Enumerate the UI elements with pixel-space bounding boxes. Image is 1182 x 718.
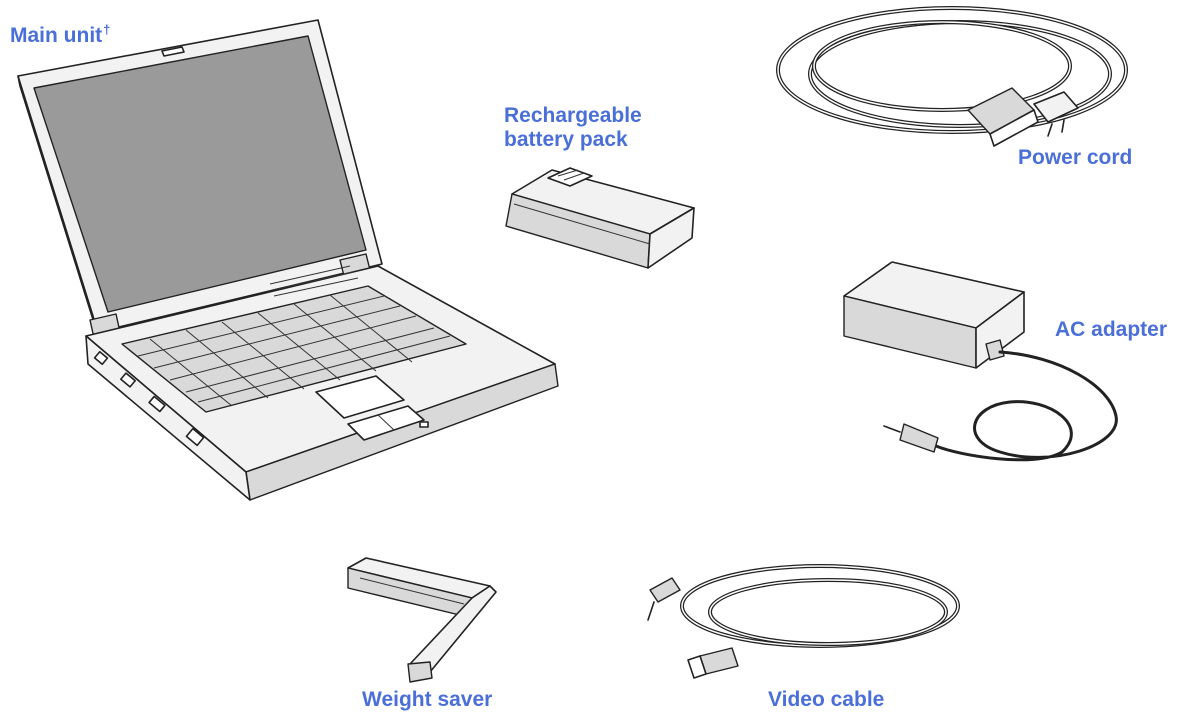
weight-saver-label: Weight saver bbox=[362, 688, 493, 711]
ac-adapter-strain-relief bbox=[985, 339, 1005, 361]
laptop-speaker-grille bbox=[269, 265, 359, 297]
ac-adapter-plug bbox=[899, 423, 939, 453]
power-cord-loop-1 bbox=[776, 6, 1128, 134]
battery-label-line1: Rechargeable bbox=[504, 104, 642, 127]
video-cable-rca-plug bbox=[699, 647, 739, 675]
ac-adapter-plug-tip bbox=[883, 425, 901, 433]
laptop-illustration bbox=[17, 19, 559, 501]
laptop-keyboard-rows bbox=[137, 295, 451, 403]
laptop-keyboard-cols bbox=[149, 294, 413, 407]
battery-pack-illustration bbox=[505, 167, 695, 269]
battery-pack-label: Rechargeable battery pack bbox=[504, 104, 642, 152]
main-unit-laptop bbox=[10, 14, 570, 501]
laptop-touchpad bbox=[315, 375, 405, 419]
ac-adapter-label: AC adapter bbox=[1055, 318, 1168, 341]
ac-adapter-illustration bbox=[843, 261, 1118, 462]
weight-saver bbox=[340, 556, 540, 686]
video-cable-loop-1-inner bbox=[681, 565, 959, 647]
battery-contact-lines bbox=[557, 169, 585, 181]
laptop-keyboard bbox=[121, 285, 467, 413]
video-cable-loop-2-inner bbox=[709, 579, 947, 645]
power-cord-illustration bbox=[776, 6, 1128, 147]
video-cable-mini-plug bbox=[649, 577, 681, 603]
weight-saver-foot bbox=[407, 661, 433, 683]
power-cord-loop-1-inner bbox=[777, 7, 1127, 133]
video-cable-illustration bbox=[647, 564, 960, 679]
power-cord-prongs bbox=[1047, 119, 1065, 137]
video-cable-mini-plug-tip bbox=[647, 601, 655, 621]
battery-contacts bbox=[547, 167, 593, 187]
battery-ridge bbox=[513, 203, 651, 245]
power-cord-wall-plug bbox=[1033, 91, 1079, 123]
power-cord-loop-3-inner bbox=[813, 21, 1071, 111]
laptop-port-4 bbox=[185, 427, 205, 447]
laptop-port-3 bbox=[148, 395, 166, 413]
main-unit-label-text: Main unit bbox=[10, 24, 103, 47]
main-unit-dagger: † bbox=[103, 22, 111, 37]
laptop-screen bbox=[33, 35, 367, 313]
weight-saver-illustration bbox=[347, 557, 497, 683]
battery-pack bbox=[500, 164, 700, 272]
laptop-lid-logo bbox=[161, 46, 185, 57]
battery-side bbox=[647, 207, 695, 269]
laptop-port-2 bbox=[120, 372, 136, 388]
laptop-touchpad-divider bbox=[377, 414, 395, 431]
laptop-front-indicator bbox=[419, 421, 429, 428]
main-unit-label: Main unit† bbox=[10, 18, 110, 48]
ac-adapter-cable bbox=[934, 350, 1118, 462]
laptop-port-1 bbox=[93, 350, 109, 366]
power-cord bbox=[772, 0, 1152, 150]
ac-adapter bbox=[840, 256, 1130, 476]
weight-saver-slot bbox=[359, 577, 465, 605]
power-cord-label: Power cord bbox=[1018, 146, 1133, 169]
video-cable-label: Video cable bbox=[768, 688, 885, 711]
battery-label-line2: battery pack bbox=[504, 128, 628, 151]
video-cable-rca-ring bbox=[687, 655, 707, 679]
video-cable bbox=[640, 556, 970, 686]
power-cord-socket-face bbox=[989, 109, 1039, 147]
